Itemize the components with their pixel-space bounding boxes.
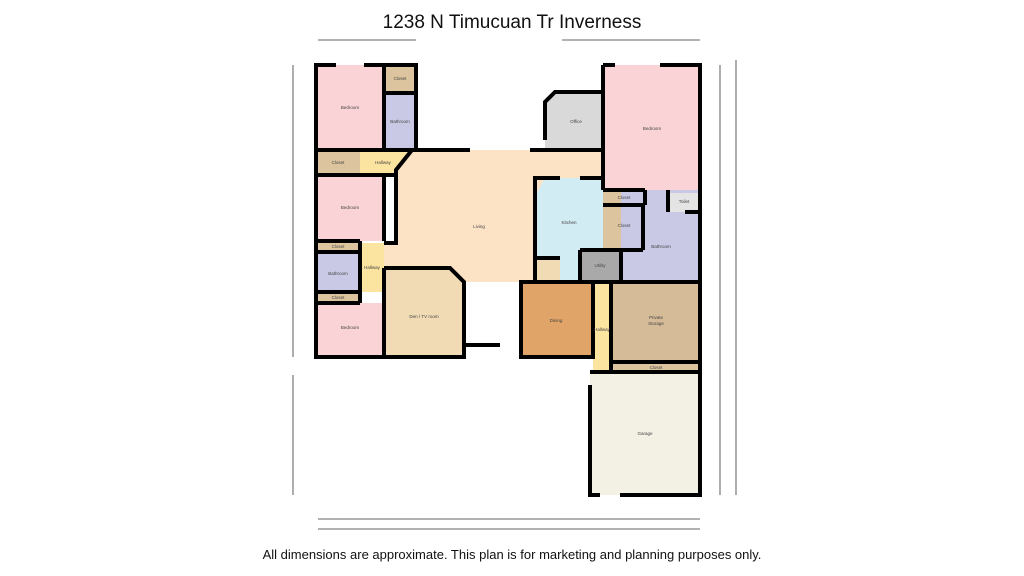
label-closet-1: Closet bbox=[394, 76, 408, 81]
label-storage-2: Storage bbox=[648, 321, 664, 326]
label-toilet: Toilet bbox=[679, 199, 690, 204]
label-office: Office bbox=[570, 119, 582, 124]
label-closet-2: Closet bbox=[332, 160, 346, 165]
room-bedroom-2 bbox=[316, 175, 384, 241]
label-closet-4: Closet bbox=[332, 295, 346, 300]
label-hallway-2: Hallway bbox=[364, 265, 381, 270]
label-utility: Utility bbox=[595, 263, 607, 268]
label-storage-1: Private bbox=[649, 315, 664, 320]
room-closet-3 bbox=[316, 241, 360, 252]
label-closet-5: Closet bbox=[618, 195, 632, 200]
dimension-lines bbox=[292, 39, 737, 530]
room-closet-2 bbox=[316, 150, 360, 175]
label-bathroom-master: Bathroom bbox=[651, 244, 671, 249]
room-bedroom-1 bbox=[316, 65, 384, 150]
label-closet-7: Closet bbox=[650, 365, 664, 370]
room-bedroom-3 bbox=[316, 303, 384, 357]
label-living: Living bbox=[473, 224, 485, 229]
room-bedroom-master bbox=[603, 65, 700, 190]
room-closet-4 bbox=[316, 292, 360, 303]
label-garage: Garage bbox=[637, 431, 653, 436]
room-toilet bbox=[668, 193, 700, 212]
label-dining: Dining bbox=[550, 318, 563, 323]
label-bedroom-1: Bedroom bbox=[341, 105, 360, 110]
label-den: Den / TV room bbox=[409, 314, 438, 319]
label-hallway-1: Hallway bbox=[375, 160, 392, 165]
label-closet-3: Closet bbox=[332, 244, 346, 249]
label-bathroom-2: Bathroom bbox=[328, 271, 348, 276]
room-garage bbox=[590, 372, 700, 495]
label-bedroom-master: Bedroom bbox=[643, 126, 662, 131]
label-bathroom-1: Bathroom bbox=[390, 119, 410, 124]
room-den bbox=[384, 268, 464, 357]
label-kitchen: Kitchen bbox=[561, 220, 577, 225]
room-utility bbox=[580, 250, 621, 282]
room-dining bbox=[521, 282, 593, 357]
room-closet-7 bbox=[611, 362, 700, 372]
room-labels: Bedroom Closet Bathroom Closet Hallway B… bbox=[328, 76, 690, 436]
room-hallway-3 bbox=[593, 282, 611, 372]
room-bathroom-2 bbox=[316, 252, 360, 292]
room-bathroom-1 bbox=[384, 93, 416, 150]
room-pantry bbox=[535, 258, 560, 282]
room-hallway-2 bbox=[360, 243, 384, 292]
label-bedroom-3: Bedroom bbox=[341, 325, 360, 330]
label-hallway-3: Hallway bbox=[594, 327, 611, 332]
disclaimer: All dimensions are approximate. This pla… bbox=[262, 547, 762, 562]
plan-title: 1238 N Timucuan Tr Inverness bbox=[382, 12, 642, 33]
room-office bbox=[545, 92, 603, 150]
label-closet-6: Closet bbox=[618, 223, 632, 228]
label-bedroom-2: Bedroom bbox=[341, 205, 360, 210]
room-closet-1 bbox=[384, 65, 416, 93]
room-storage bbox=[611, 282, 700, 362]
walls bbox=[314, 63, 702, 497]
